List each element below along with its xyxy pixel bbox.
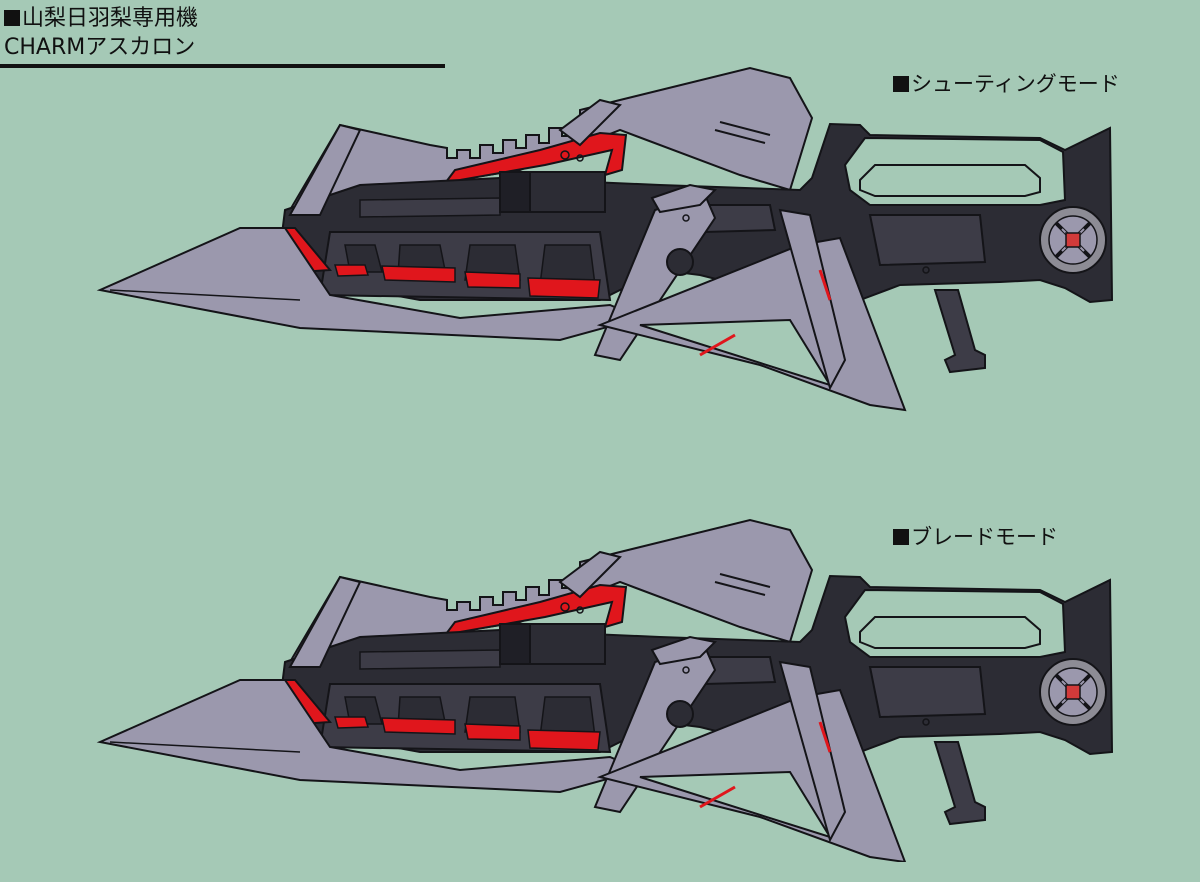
title-text: 山梨日羽梨専用機 xyxy=(22,6,199,31)
weapon-blade-svg xyxy=(98,518,1114,862)
mode-label-blade-text: ブレードモード xyxy=(911,525,1058,549)
mode-label-blade: ブレードモード xyxy=(893,521,1058,551)
bullet-square-icon xyxy=(893,529,909,545)
title-line-1: 山梨日羽梨専用機 xyxy=(4,4,198,33)
title-block: 山梨日羽梨専用機 CHARMアスカロン xyxy=(4,4,198,62)
bullet-square-icon xyxy=(893,76,909,92)
subtitle-text: CHARMアスカロン xyxy=(4,35,196,60)
bullet-square-icon xyxy=(4,10,20,26)
weapon-shooting-svg xyxy=(98,66,1114,412)
mode-label-shooting: シューティングモード xyxy=(893,68,1120,98)
mode-label-shooting-text: シューティングモード xyxy=(911,72,1120,96)
weapon-illustration-blade xyxy=(0,452,1200,882)
title-underline xyxy=(0,64,445,68)
weapon-illustration-shooting xyxy=(0,0,1200,430)
